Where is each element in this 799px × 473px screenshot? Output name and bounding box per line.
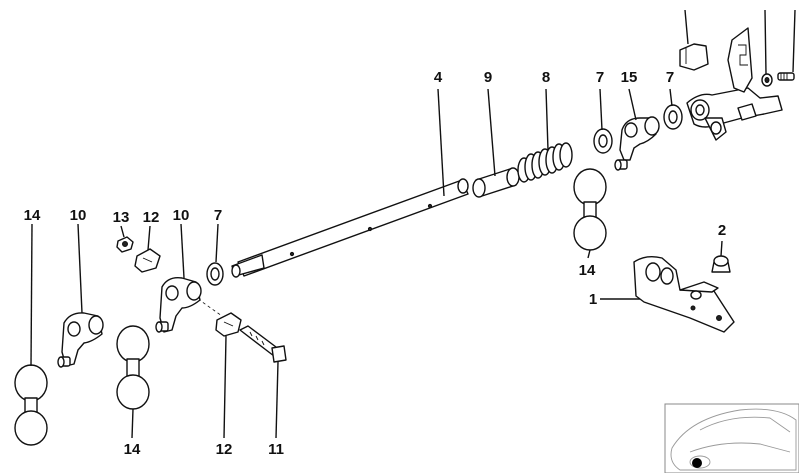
callout-9: 9 bbox=[484, 69, 492, 86]
mounting-bracket[interactable] bbox=[633, 255, 735, 333]
shaft-sleeve[interactable] bbox=[472, 167, 520, 198]
bracket-clip[interactable] bbox=[679, 43, 709, 71]
nut-upper-right[interactable] bbox=[761, 73, 773, 87]
screw-upper-right[interactable] bbox=[777, 72, 795, 81]
callout-11: 11 bbox=[268, 441, 284, 458]
callout-12-lower: 12 bbox=[216, 441, 233, 458]
callout-12-upper: 12 bbox=[143, 209, 160, 226]
leader-lines bbox=[30, 9, 796, 439]
callout-13: 13 bbox=[113, 209, 130, 226]
callout-2: 2 bbox=[718, 222, 726, 239]
cap-nut[interactable] bbox=[711, 255, 731, 273]
callout-7c: 7 bbox=[214, 207, 222, 224]
hex-nut[interactable] bbox=[116, 236, 134, 253]
callout-15: 15 bbox=[621, 69, 638, 86]
bolt[interactable] bbox=[239, 325, 287, 363]
shift-rod[interactable] bbox=[231, 178, 469, 278]
callout-10-left: 10 bbox=[70, 207, 87, 224]
callout-7b: 7 bbox=[666, 69, 674, 86]
callout-4: 4 bbox=[434, 69, 443, 86]
ball-joint-lower-left[interactable] bbox=[14, 364, 48, 446]
shift-lever-lower-left[interactable] bbox=[57, 312, 104, 368]
callout-10-right: 10 bbox=[173, 207, 190, 224]
callout-7a: 7 bbox=[596, 69, 604, 86]
linkage-upper-right[interactable] bbox=[686, 27, 783, 141]
callout-14-upper: 14 bbox=[579, 262, 596, 279]
ball-joint-upper[interactable] bbox=[573, 168, 607, 251]
callout-1: 1 bbox=[589, 291, 597, 308]
location-marker-icon bbox=[692, 458, 702, 468]
washer-upper-right[interactable] bbox=[663, 104, 683, 130]
callout-8: 8 bbox=[542, 69, 550, 86]
clip-lower[interactable] bbox=[215, 312, 242, 337]
washer-upper-left[interactable] bbox=[593, 128, 613, 154]
clip-upper[interactable] bbox=[134, 248, 161, 273]
washer-lower[interactable] bbox=[206, 262, 224, 286]
callout-14-left: 14 bbox=[24, 207, 41, 224]
shift-lever-upper[interactable] bbox=[614, 116, 660, 171]
vehicle-location-thumbnail bbox=[664, 403, 799, 473]
callout-14-bottom: 14 bbox=[124, 441, 141, 458]
ball-joint-lower-middle[interactable] bbox=[116, 325, 150, 410]
callout-labels: 4 9 8 7 15 7 14 2 1 14 10 13 12 10 7 14 … bbox=[24, 69, 727, 458]
shift-lever-lower-right[interactable] bbox=[155, 277, 202, 333]
compression-spring[interactable] bbox=[517, 142, 573, 183]
